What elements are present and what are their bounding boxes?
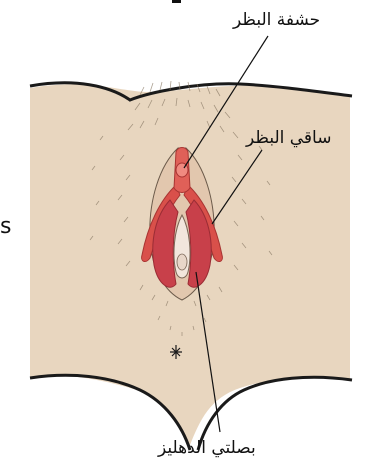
- label-clitoral-glans: حشفة البظر: [233, 12, 320, 29]
- label-vestibular-bulbs: بصلتي الدهليز: [158, 440, 256, 457]
- top-edge-mark: [172, 0, 181, 3]
- label-clitoral-crura: ساقي البظر: [246, 130, 331, 147]
- vaginal-opening: [177, 254, 187, 270]
- stray-character: s: [0, 216, 11, 238]
